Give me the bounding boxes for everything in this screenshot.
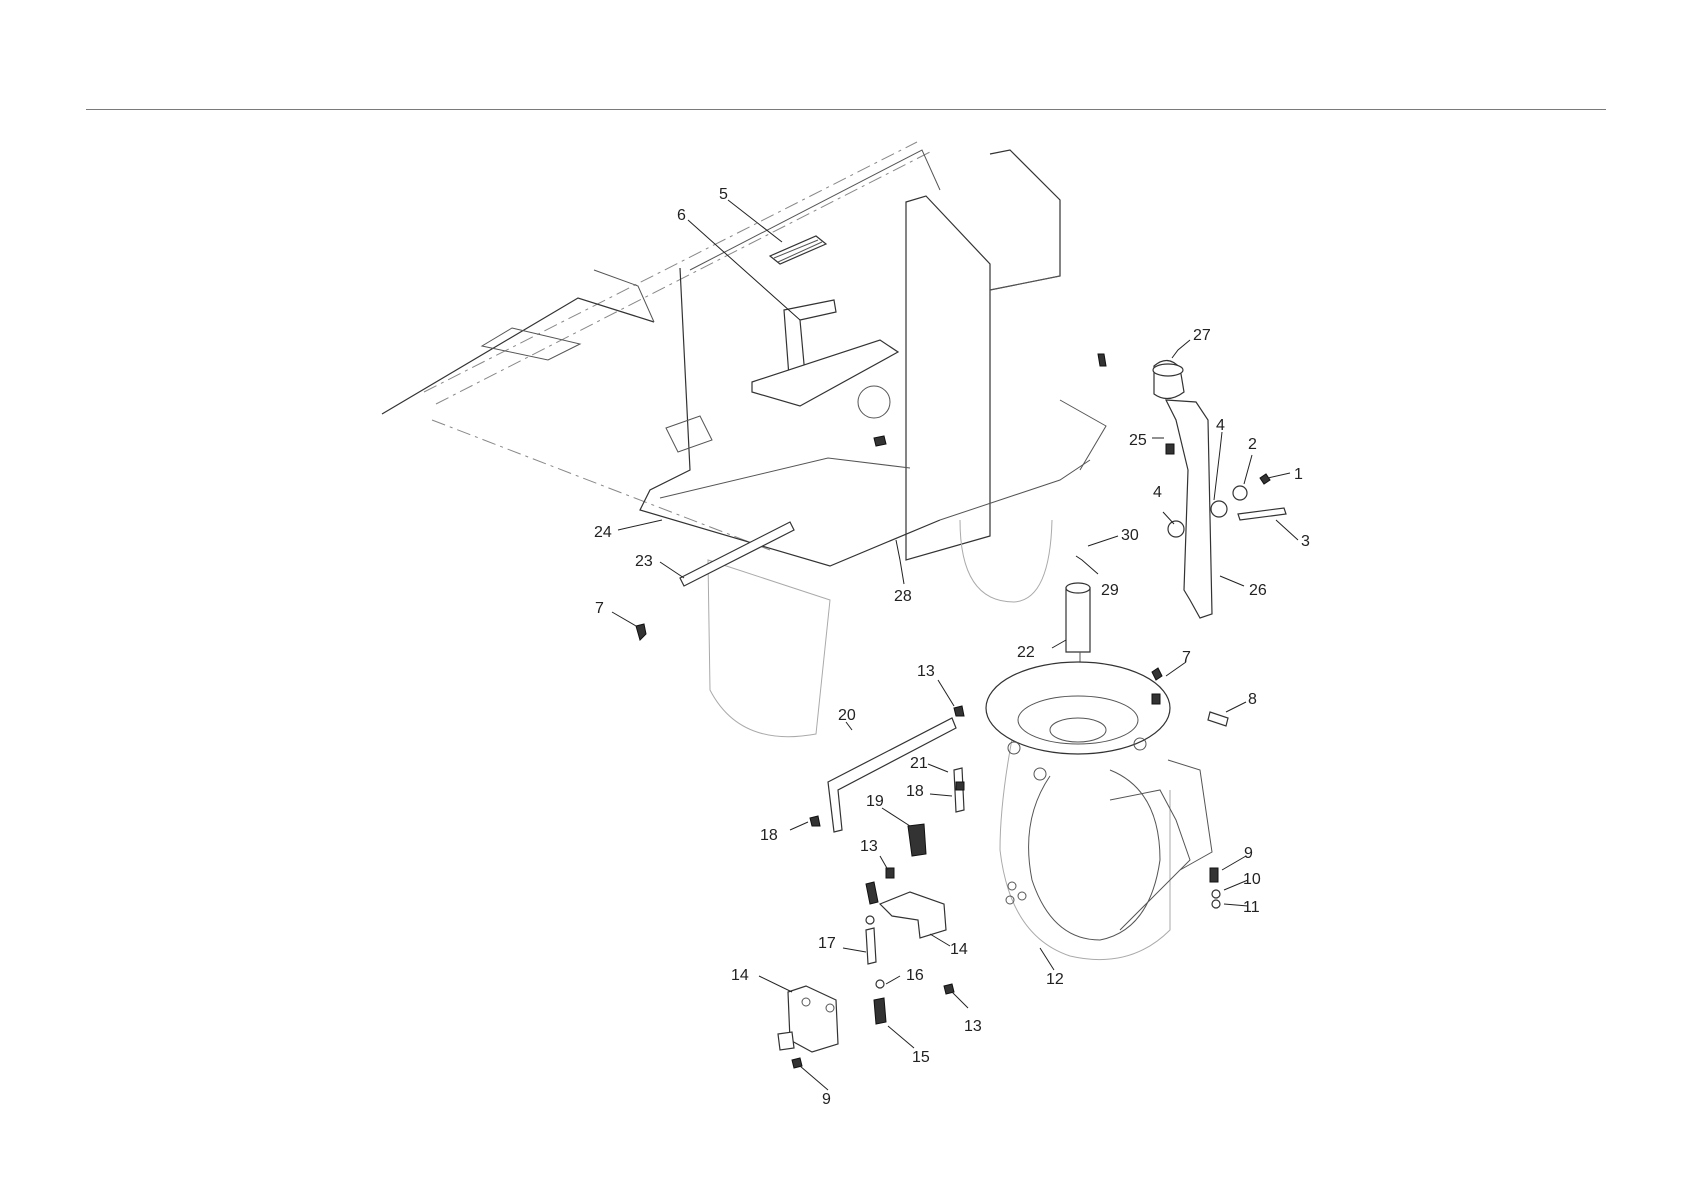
callout-30: 30 — [1121, 527, 1139, 544]
callout-3: 3 — [1301, 533, 1310, 550]
callout-11: 11 — [1243, 899, 1260, 916]
callout-23: 23 — [635, 553, 653, 570]
drive-wheel-assembly — [986, 662, 1212, 960]
callout-9-second: 9 — [822, 1091, 831, 1108]
mounting-bracket — [880, 892, 946, 938]
callout-21: 21 — [910, 755, 928, 772]
lever-assembly — [1098, 354, 1286, 618]
axle-rod — [636, 436, 886, 640]
callout-6: 6 — [677, 207, 686, 224]
callout-26: 26 — [1249, 582, 1267, 599]
callout-10: 10 — [1243, 871, 1261, 888]
callout-22: 22 — [1017, 644, 1035, 661]
callout-13-third: 13 — [964, 1018, 982, 1035]
callout-20: 20 — [838, 707, 856, 724]
callout-1: 1 — [1294, 466, 1303, 483]
callout-4-second: 4 — [1153, 484, 1162, 501]
pedal-assembly — [752, 236, 898, 406]
callout-27: 27 — [1193, 327, 1211, 344]
callout-18-second: 18 — [760, 827, 778, 844]
callout-14: 14 — [950, 941, 968, 958]
callout-14-second: 14 — [731, 967, 749, 984]
callout-13-second: 13 — [860, 838, 878, 855]
callout-24: 24 — [594, 524, 612, 541]
callout-2: 2 — [1248, 436, 1257, 453]
callout-16: 16 — [906, 967, 924, 984]
callout-12: 12 — [1046, 971, 1064, 988]
callout-4: 4 — [1216, 417, 1225, 434]
callout-5: 5 — [719, 186, 728, 203]
callout-19: 19 — [866, 793, 884, 810]
callout-7: 7 — [595, 600, 604, 617]
callout-29: 29 — [1101, 582, 1119, 599]
chassis-frame — [382, 142, 1106, 737]
callout-labels: 5 6 27 4 25 2 1 4 3 30 24 23 29 26 28 7 … — [594, 186, 1310, 1108]
callout-18: 18 — [906, 783, 924, 800]
callout-13: 13 — [917, 663, 935, 680]
callout-9: 9 — [1244, 845, 1253, 862]
callout-7-second: 7 — [1182, 649, 1191, 666]
callout-17: 17 — [818, 935, 836, 952]
sensor-housing — [778, 986, 838, 1068]
callout-15: 15 — [912, 1049, 930, 1066]
callout-28: 28 — [894, 588, 912, 605]
callout-25: 25 — [1129, 432, 1147, 449]
callout-8: 8 — [1248, 691, 1257, 708]
